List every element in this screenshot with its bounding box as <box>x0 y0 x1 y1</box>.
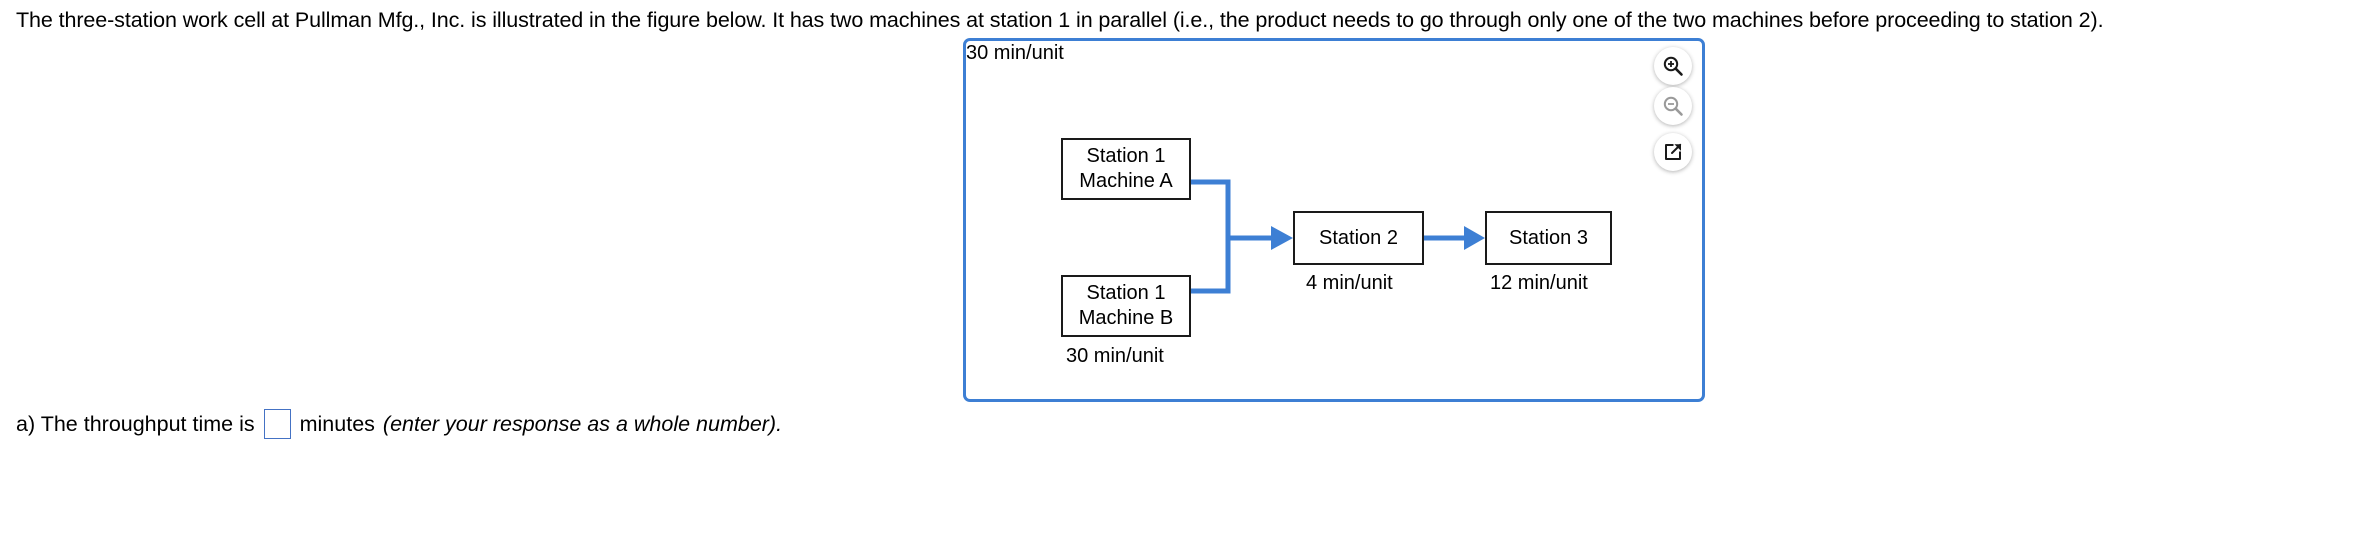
node-machine-a-line2: Machine A <box>1079 170 1173 192</box>
zoom-in-icon <box>1663 56 1683 76</box>
station-3-rate-label: 12 min/unit <box>1490 272 1588 294</box>
throughput-time-input[interactable] <box>263 409 291 439</box>
zoom-in-button[interactable] <box>1654 47 1692 85</box>
question-prompt: The three-station work cell at Pullman M… <box>16 8 2104 32</box>
node-station-2-label: Station 2 <box>1319 226 1398 249</box>
answer-label-prefix: a) The throughput time is <box>16 412 255 436</box>
node-station-2: Station 2 <box>1293 211 1424 265</box>
open-in-new-window-icon <box>1665 143 1682 160</box>
answer-unit: minutes <box>299 412 375 436</box>
node-station-3: Station 3 <box>1485 211 1612 265</box>
process-flow-diagram: 30 min/unit Station 1 Machine A Station … <box>966 41 1708 405</box>
machine-a-rate-label: 30 min/unit <box>966 42 1064 64</box>
node-station-3-label: Station 3 <box>1509 226 1588 249</box>
node-station-1-machine-a: Station 1 Machine A <box>1061 138 1191 200</box>
node-machine-b-line2: Machine B <box>1078 307 1174 329</box>
node-machine-a-line1: Station 1 <box>1086 145 1166 167</box>
machine-b-rate-label: 30 min/unit <box>1066 345 1164 367</box>
figure-panel: 30 min/unit Station 1 Machine A Station … <box>963 38 1705 402</box>
answer-note: (enter your response as a whole number). <box>382 412 783 436</box>
node-station-1-machine-b: Station 1 Machine B <box>1061 275 1191 337</box>
zoom-out-icon <box>1663 96 1683 116</box>
open-in-new-window-button[interactable] <box>1654 133 1692 171</box>
node-machine-b-line1: Station 1 <box>1086 282 1166 304</box>
zoom-out-button[interactable] <box>1654 87 1692 125</box>
station-2-rate-label: 4 min/unit <box>1306 272 1393 294</box>
answer-line: a) The throughput time is minutes (enter… <box>16 409 782 439</box>
